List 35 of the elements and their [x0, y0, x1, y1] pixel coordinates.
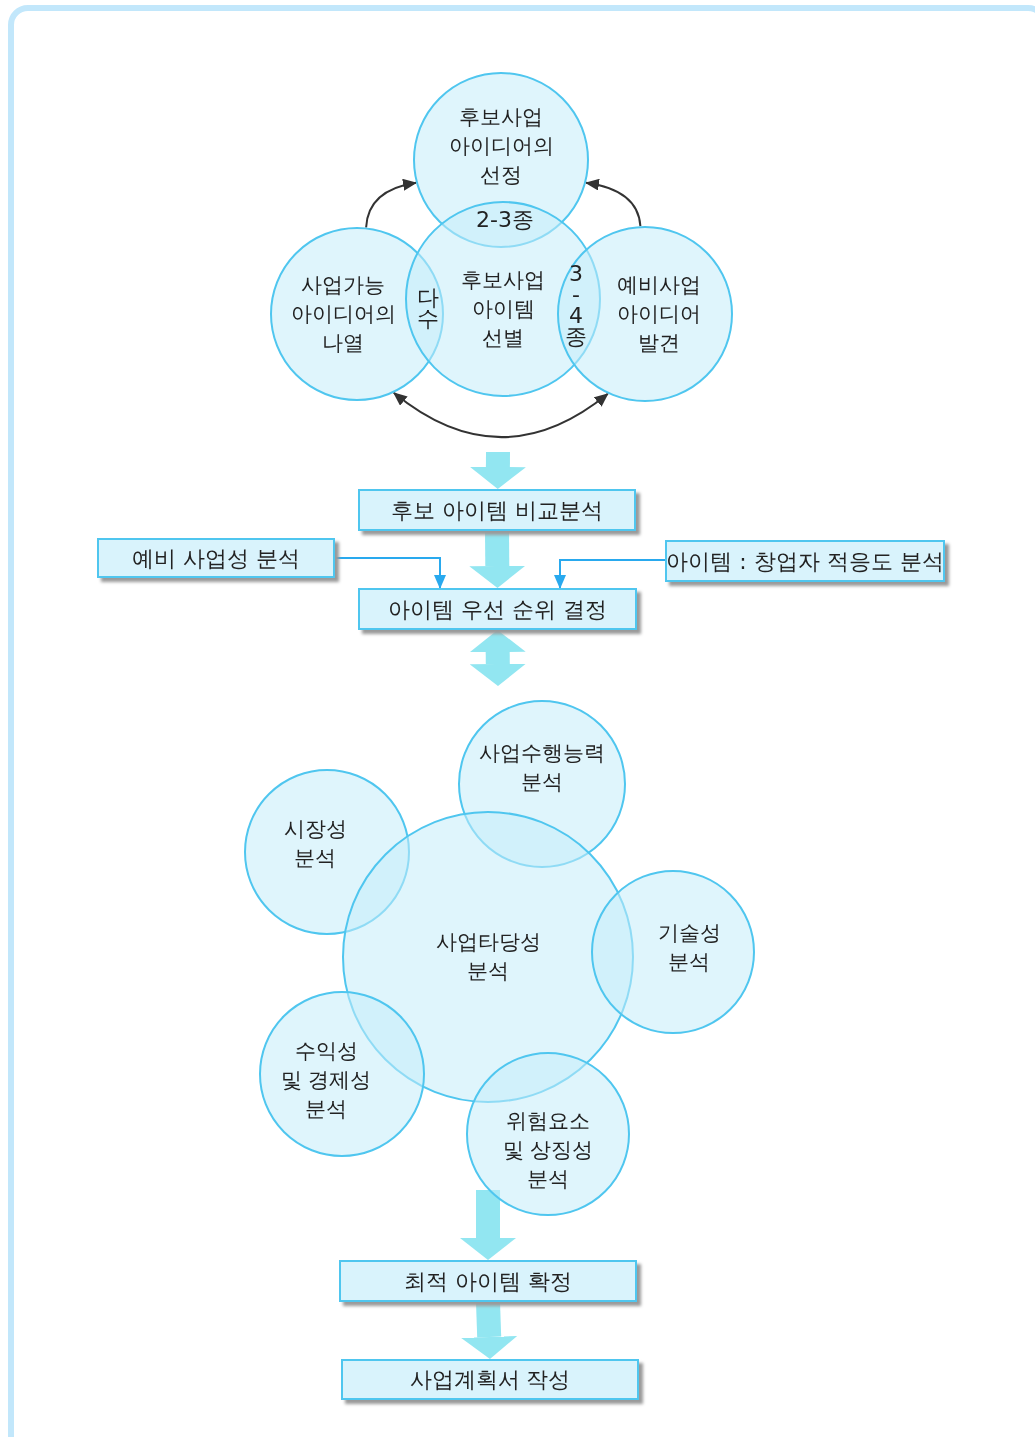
- overlap-label: 다수: [417, 287, 439, 329]
- block-arrow: [460, 1189, 516, 1260]
- circle-label: 사업수행능력 분석: [479, 740, 605, 796]
- process-box: [339, 1260, 637, 1302]
- circle-label: 위험요소 및 상징성 분석: [502, 1107, 594, 1193]
- arrow: [554, 559, 666, 589]
- process-box: [665, 540, 945, 582]
- circle-label: 사업가능 아이디어의 나열: [290, 271, 396, 357]
- box-label: 예비 사업성 분석: [132, 544, 300, 573]
- arrow: [585, 179, 642, 228]
- block-arrow: [469, 530, 526, 588]
- box-label: 최적 아이템 확정: [404, 1267, 572, 1296]
- box-label: 아이템 : 창업자 적응도 분석: [666, 547, 944, 576]
- circle-label: 예비사업 아이디어 발견: [617, 271, 701, 357]
- circle-label: 사업타당성 분석: [435, 929, 541, 985]
- box-label: 후보 아이템 비교분석: [391, 496, 603, 525]
- arrow: [392, 391, 609, 439]
- process-box: [97, 538, 335, 578]
- box-label: 아이템 우선 순위 결정: [388, 595, 607, 624]
- circle-label: 후보사업 아이템 선별: [461, 266, 545, 352]
- overlap-label: 3-4종: [565, 263, 587, 347]
- arrow: [365, 179, 417, 229]
- overlap-label: 2-3종: [476, 208, 534, 232]
- process-box: [358, 489, 636, 531]
- circle-label: 기술성 분석: [657, 920, 721, 976]
- box-label: 사업계획서 작성: [409, 1366, 571, 1394]
- process-box: [358, 588, 637, 630]
- block-arrow: [469, 630, 526, 686]
- block-arrow: [461, 1301, 518, 1359]
- process-box: [341, 1359, 639, 1400]
- block-arrow: [469, 451, 526, 489]
- circle-label: 시장성 분석: [283, 816, 347, 872]
- circle-label: 수익성 및 경제성 분석: [280, 1037, 372, 1123]
- circle-label: 후보사업 아이디어의 선정: [448, 103, 554, 189]
- arrow: [334, 557, 446, 589]
